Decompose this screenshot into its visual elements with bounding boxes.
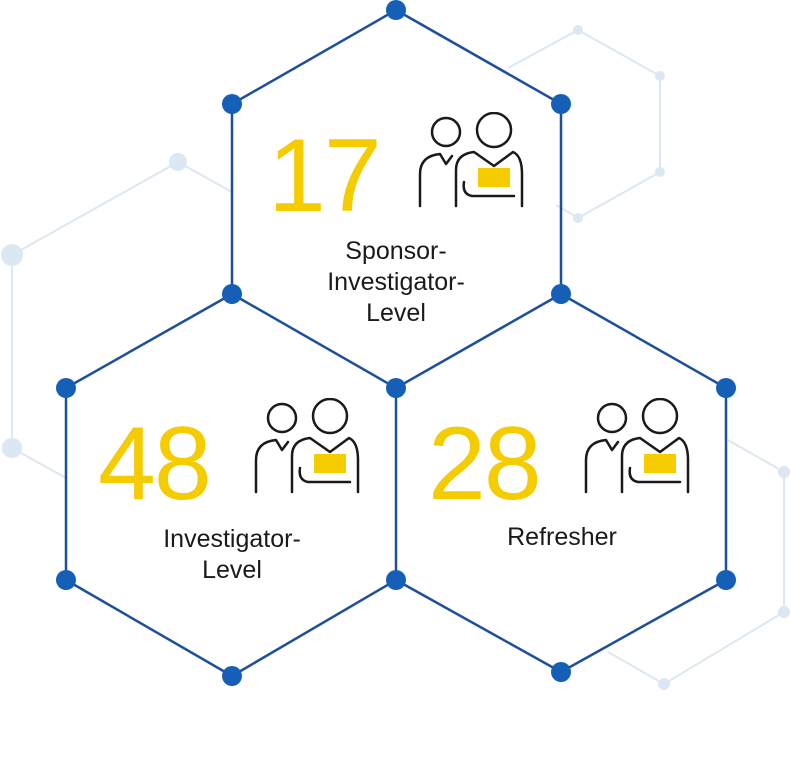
person-body-back xyxy=(584,438,620,494)
hexagon-edge xyxy=(395,292,562,390)
refresher-label: Refresher xyxy=(507,523,617,551)
background-edge xyxy=(607,651,665,685)
person-body-front xyxy=(454,150,524,208)
background-node xyxy=(658,678,670,690)
hexagon-edge xyxy=(231,292,397,390)
sponsor-count: 17 xyxy=(268,118,382,234)
person-arm xyxy=(462,180,516,198)
hexagon-node xyxy=(551,284,571,304)
sponsor-label: Sponsor- Investigator- Level xyxy=(327,237,465,327)
person-body-back xyxy=(254,438,290,494)
hexagon-edge xyxy=(231,8,397,106)
hexagon-node xyxy=(222,94,242,114)
document-card xyxy=(478,168,510,187)
hexagon-edge xyxy=(231,578,397,678)
background-node xyxy=(1,244,23,266)
people-icon xyxy=(584,398,690,494)
background-node xyxy=(573,25,583,35)
background-edge xyxy=(177,161,233,193)
investigator-label: Investigator- Level xyxy=(163,525,301,584)
people-icon xyxy=(254,398,360,494)
background-node xyxy=(655,167,665,177)
hexagon-node xyxy=(56,378,76,398)
hexagon-edge xyxy=(560,578,727,674)
person-arm xyxy=(298,466,352,484)
hexagon-node xyxy=(551,94,571,114)
background-edge xyxy=(727,439,785,473)
person-body-front xyxy=(620,436,690,494)
background-edge xyxy=(577,171,661,219)
person-arm xyxy=(628,466,682,484)
refresher-count: 28 xyxy=(428,406,542,522)
hexagon-node xyxy=(716,570,736,590)
investigator-count: 48 xyxy=(98,406,212,522)
background-edge xyxy=(11,447,67,479)
hexagon-edge xyxy=(395,578,562,674)
hexagon-node xyxy=(222,284,242,304)
hexagon-node xyxy=(716,378,736,398)
person-body-front xyxy=(290,436,360,494)
hexagon-node xyxy=(551,662,571,682)
background-node xyxy=(169,153,187,171)
background-edge xyxy=(663,611,785,685)
background-node xyxy=(778,466,790,478)
hexagon-edge xyxy=(65,292,233,390)
document-card xyxy=(644,454,676,473)
hexagon-edge xyxy=(395,8,562,106)
person-head-front xyxy=(475,112,513,149)
hexagon-node xyxy=(386,378,406,398)
background-node xyxy=(2,438,22,458)
person-head-back xyxy=(596,402,628,434)
people-icon xyxy=(418,112,524,208)
person-body-back xyxy=(418,152,454,208)
background-node xyxy=(778,606,790,618)
document-card xyxy=(314,454,346,473)
hexagon-node xyxy=(222,666,242,686)
hexagon-edge xyxy=(560,292,727,390)
person-head-front xyxy=(641,398,679,435)
hexagon-node xyxy=(386,570,406,590)
background-edge xyxy=(11,161,179,256)
hexagon-node xyxy=(56,570,76,590)
person-head-back xyxy=(430,116,462,148)
person-head-front xyxy=(311,398,349,435)
background-node xyxy=(655,71,665,81)
background-edge xyxy=(577,29,661,77)
background-edge xyxy=(507,29,579,69)
hexagon-node xyxy=(386,0,406,20)
hexagon-edge xyxy=(65,578,233,678)
background-node xyxy=(573,213,583,223)
person-head-back xyxy=(266,402,298,434)
